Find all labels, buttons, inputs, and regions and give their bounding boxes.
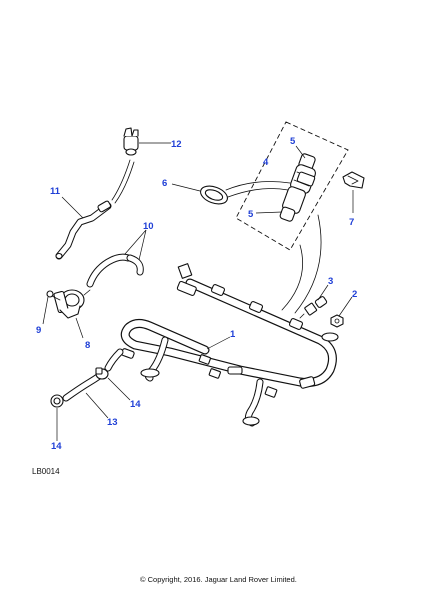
sensor [299, 296, 328, 319]
callout-1: 1 [230, 329, 236, 340]
copyright-notice: © Copyright, 2016. Jaguar Land Rover Lim… [140, 575, 297, 584]
callout-13: 13 [107, 417, 118, 428]
pressure-regulator-valve [46, 289, 91, 319]
callout-12: 12 [171, 139, 182, 150]
nut [330, 314, 344, 328]
fuel-rail-assembly [104, 263, 339, 427]
callout-10: 10 [143, 221, 154, 232]
injector-clip [342, 171, 365, 189]
hose-clip-lower [50, 394, 64, 408]
callout-3: 3 [328, 276, 333, 287]
diagram-code: LB0014 [32, 467, 60, 476]
callout-14-lower: 14 [51, 441, 62, 452]
callout-6: 6 [162, 178, 167, 189]
callout-14-upper: 14 [130, 399, 141, 410]
callout-9: 9 [36, 325, 41, 336]
callout-8: 8 [85, 340, 90, 351]
vacuum-hose [86, 253, 144, 288]
callout-7: 7 [349, 217, 354, 228]
o-ring [200, 181, 291, 205]
callout-4: 4 [263, 157, 269, 168]
callout-5-lower: 5 [248, 209, 254, 220]
leader-lines [42, 142, 354, 441]
fuel-injector [279, 153, 316, 222]
hose-clip-upper [95, 367, 109, 380]
injector-detail-box [235, 121, 349, 314]
fuel-pipe [55, 159, 135, 260]
callout-labels: 1 2 3 4 5 5 6 7 8 9 10 11 12 13 14 14 [36, 136, 357, 452]
pipe-connector [123, 127, 139, 156]
callout-2: 2 [352, 289, 357, 300]
callout-11: 11 [50, 186, 61, 197]
callout-5-upper: 5 [290, 136, 296, 147]
